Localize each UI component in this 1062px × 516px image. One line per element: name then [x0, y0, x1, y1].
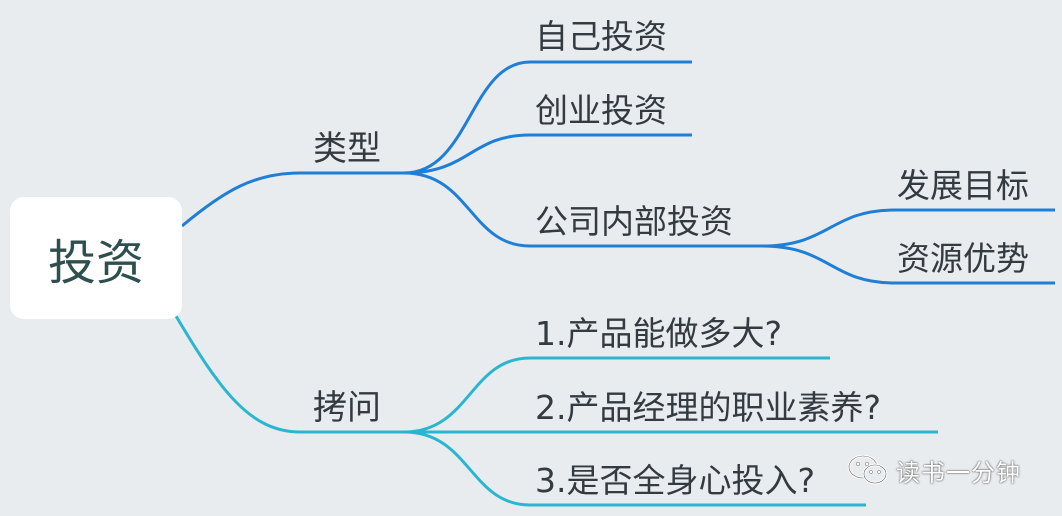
edge-internal-resource — [761, 244, 1055, 285]
node-resource-advantage[interactable]: 资源优势 — [897, 239, 1029, 278]
node-internal-investment[interactable]: 公司内部投资 — [535, 202, 733, 241]
branch-node-question[interactable]: 拷问 — [313, 388, 381, 428]
watermark: 读书一分钟 — [846, 452, 1021, 488]
edge-root-type — [181, 171, 404, 228]
edge-question-1 — [403, 356, 830, 434]
edge-question-3 — [403, 430, 866, 507]
node-development-goal[interactable]: 发展目标 — [897, 166, 1029, 205]
edge-root-question — [174, 315, 404, 434]
root-node[interactable]: 投资 — [10, 197, 182, 319]
branch-node-type[interactable]: 类型 — [313, 129, 381, 169]
node-question-1[interactable]: 1.产品能做多大? — [535, 314, 783, 353]
watermark-text: 读书一分钟 — [896, 458, 1021, 487]
root-label: 投资 — [47, 235, 144, 291]
node-startup-investment[interactable]: 创业投资 — [535, 91, 667, 130]
node-question-2[interactable]: 2.产品经理的职业素养? — [535, 388, 882, 427]
node-question-3[interactable]: 3.是否全身心投入? — [535, 461, 816, 500]
edge-type-startup — [403, 133, 692, 175]
edge-type-internal — [403, 171, 762, 248]
node-self-investment[interactable]: 自己投资 — [535, 17, 667, 56]
edge-type-self — [403, 60, 692, 175]
edge-internal-goal — [761, 208, 1055, 248]
wechat-icon — [847, 454, 888, 485]
